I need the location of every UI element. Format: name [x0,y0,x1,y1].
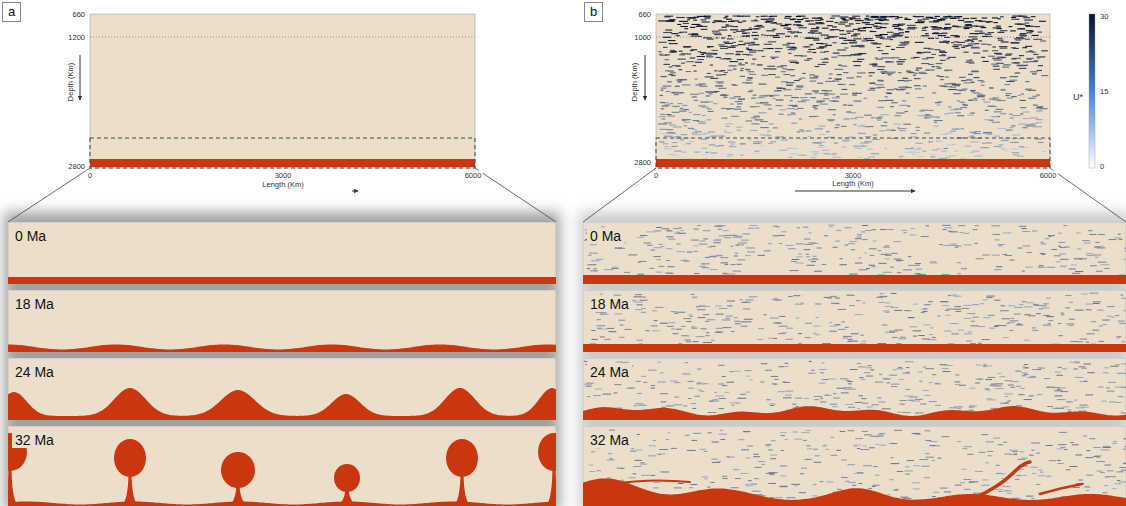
time-label: 24 Ma [587,364,632,380]
projection-line [583,168,656,222]
dense-layer [8,388,556,420]
zoom-box [656,138,1050,168]
dense-layer [90,159,475,167]
time-strip [583,290,1126,352]
plume-head [221,452,255,488]
time-strip [583,358,1126,420]
depth-arrow [80,55,81,100]
projection-line [1050,168,1126,222]
time-label: 18 Ma [12,296,57,312]
depth-tick: 2800 [633,158,652,167]
projection-line [475,168,556,222]
depth-tick: 660 [637,10,652,19]
plume-head [334,464,360,492]
depth-arrow [645,55,646,100]
time-label: 32 Ma [12,432,57,448]
time-strip [8,222,556,284]
dense-layer [656,159,1050,167]
dotted-depth-line [656,37,1050,38]
thin-lens [612,480,690,484]
axis-title: Depth (Km) [66,62,75,102]
plume-stem [123,474,137,504]
thin-plume [975,462,1030,498]
length-tick: 0 [87,171,93,180]
projection-line [8,168,90,222]
length-tick: 6000 [464,171,483,180]
length-tick: 0 [653,171,659,180]
time-label: 0 Ma [12,228,49,244]
time-strip: 0 Ma [8,222,556,284]
dense-layer [8,277,556,284]
axis-title: Length (Km) [261,180,304,189]
length-tick: 3000 [274,171,293,180]
depth-tick: 1000 [633,33,652,42]
drop-shadow [4,212,560,506]
dense-layer [8,502,556,506]
plume-stem [547,468,556,504]
time-strip: 18 Ma [583,290,1126,352]
colour-bar-tick: 30 [1099,12,1109,21]
dense-layer [583,275,1126,284]
dense-layer [583,478,1126,506]
time-strip: 32 Ma [8,426,556,506]
model-domain [656,14,1050,168]
depth-tick: 2800 [67,162,86,171]
colour-bar-tick: 15 [1099,87,1109,96]
dense-layer [583,406,1126,420]
dense-layer [8,345,556,352]
plume-head [538,433,556,471]
colour-bar-title: U* [1072,93,1084,102]
length-tick: 6000 [1039,171,1058,180]
panel-letter-text: b [590,4,597,19]
dotted-depth-line [90,37,475,38]
colour-bar [1089,14,1095,168]
time-strip [583,426,1126,506]
axis-title: Length (Km) [831,179,874,188]
plume-head [114,439,146,477]
thin-plume [1040,484,1082,494]
panel-letter: b [584,2,603,22]
depth-tick: 1200 [67,33,86,42]
time-label: 18 Ma [587,296,632,312]
time-strip [8,358,556,420]
length-arrow [352,191,358,192]
time-label: 24 Ma [12,364,57,380]
panel-letter: a [2,2,21,22]
panel-letter-text: a [8,4,15,19]
colour-bar-tick: 0 [1099,162,1105,171]
zoom-box [90,138,475,168]
plume-head [446,439,478,477]
time-label: 32 Ma [587,432,632,448]
time-strip: 24 Ma [583,358,1126,420]
time-strip [583,222,1126,284]
time-strip [8,290,556,352]
plume-stem [455,474,469,504]
time-strip: 24 Ma [8,358,556,420]
length-arrow [795,191,915,192]
time-strip: 32 Ma [583,426,1126,506]
depth-tick: 660 [71,10,86,19]
model-domain [90,14,475,168]
plume-stem [8,468,17,504]
time-strip [8,426,556,506]
time-label: 0 Ma [587,228,624,244]
time-strip: 0 Ma [583,222,1126,284]
velocity-streaks [658,16,1048,166]
time-strip: 18 Ma [8,290,556,352]
drop-shadow [579,212,1126,506]
axis-title: Depth (Km) [630,62,639,102]
dense-layer [583,344,1126,352]
